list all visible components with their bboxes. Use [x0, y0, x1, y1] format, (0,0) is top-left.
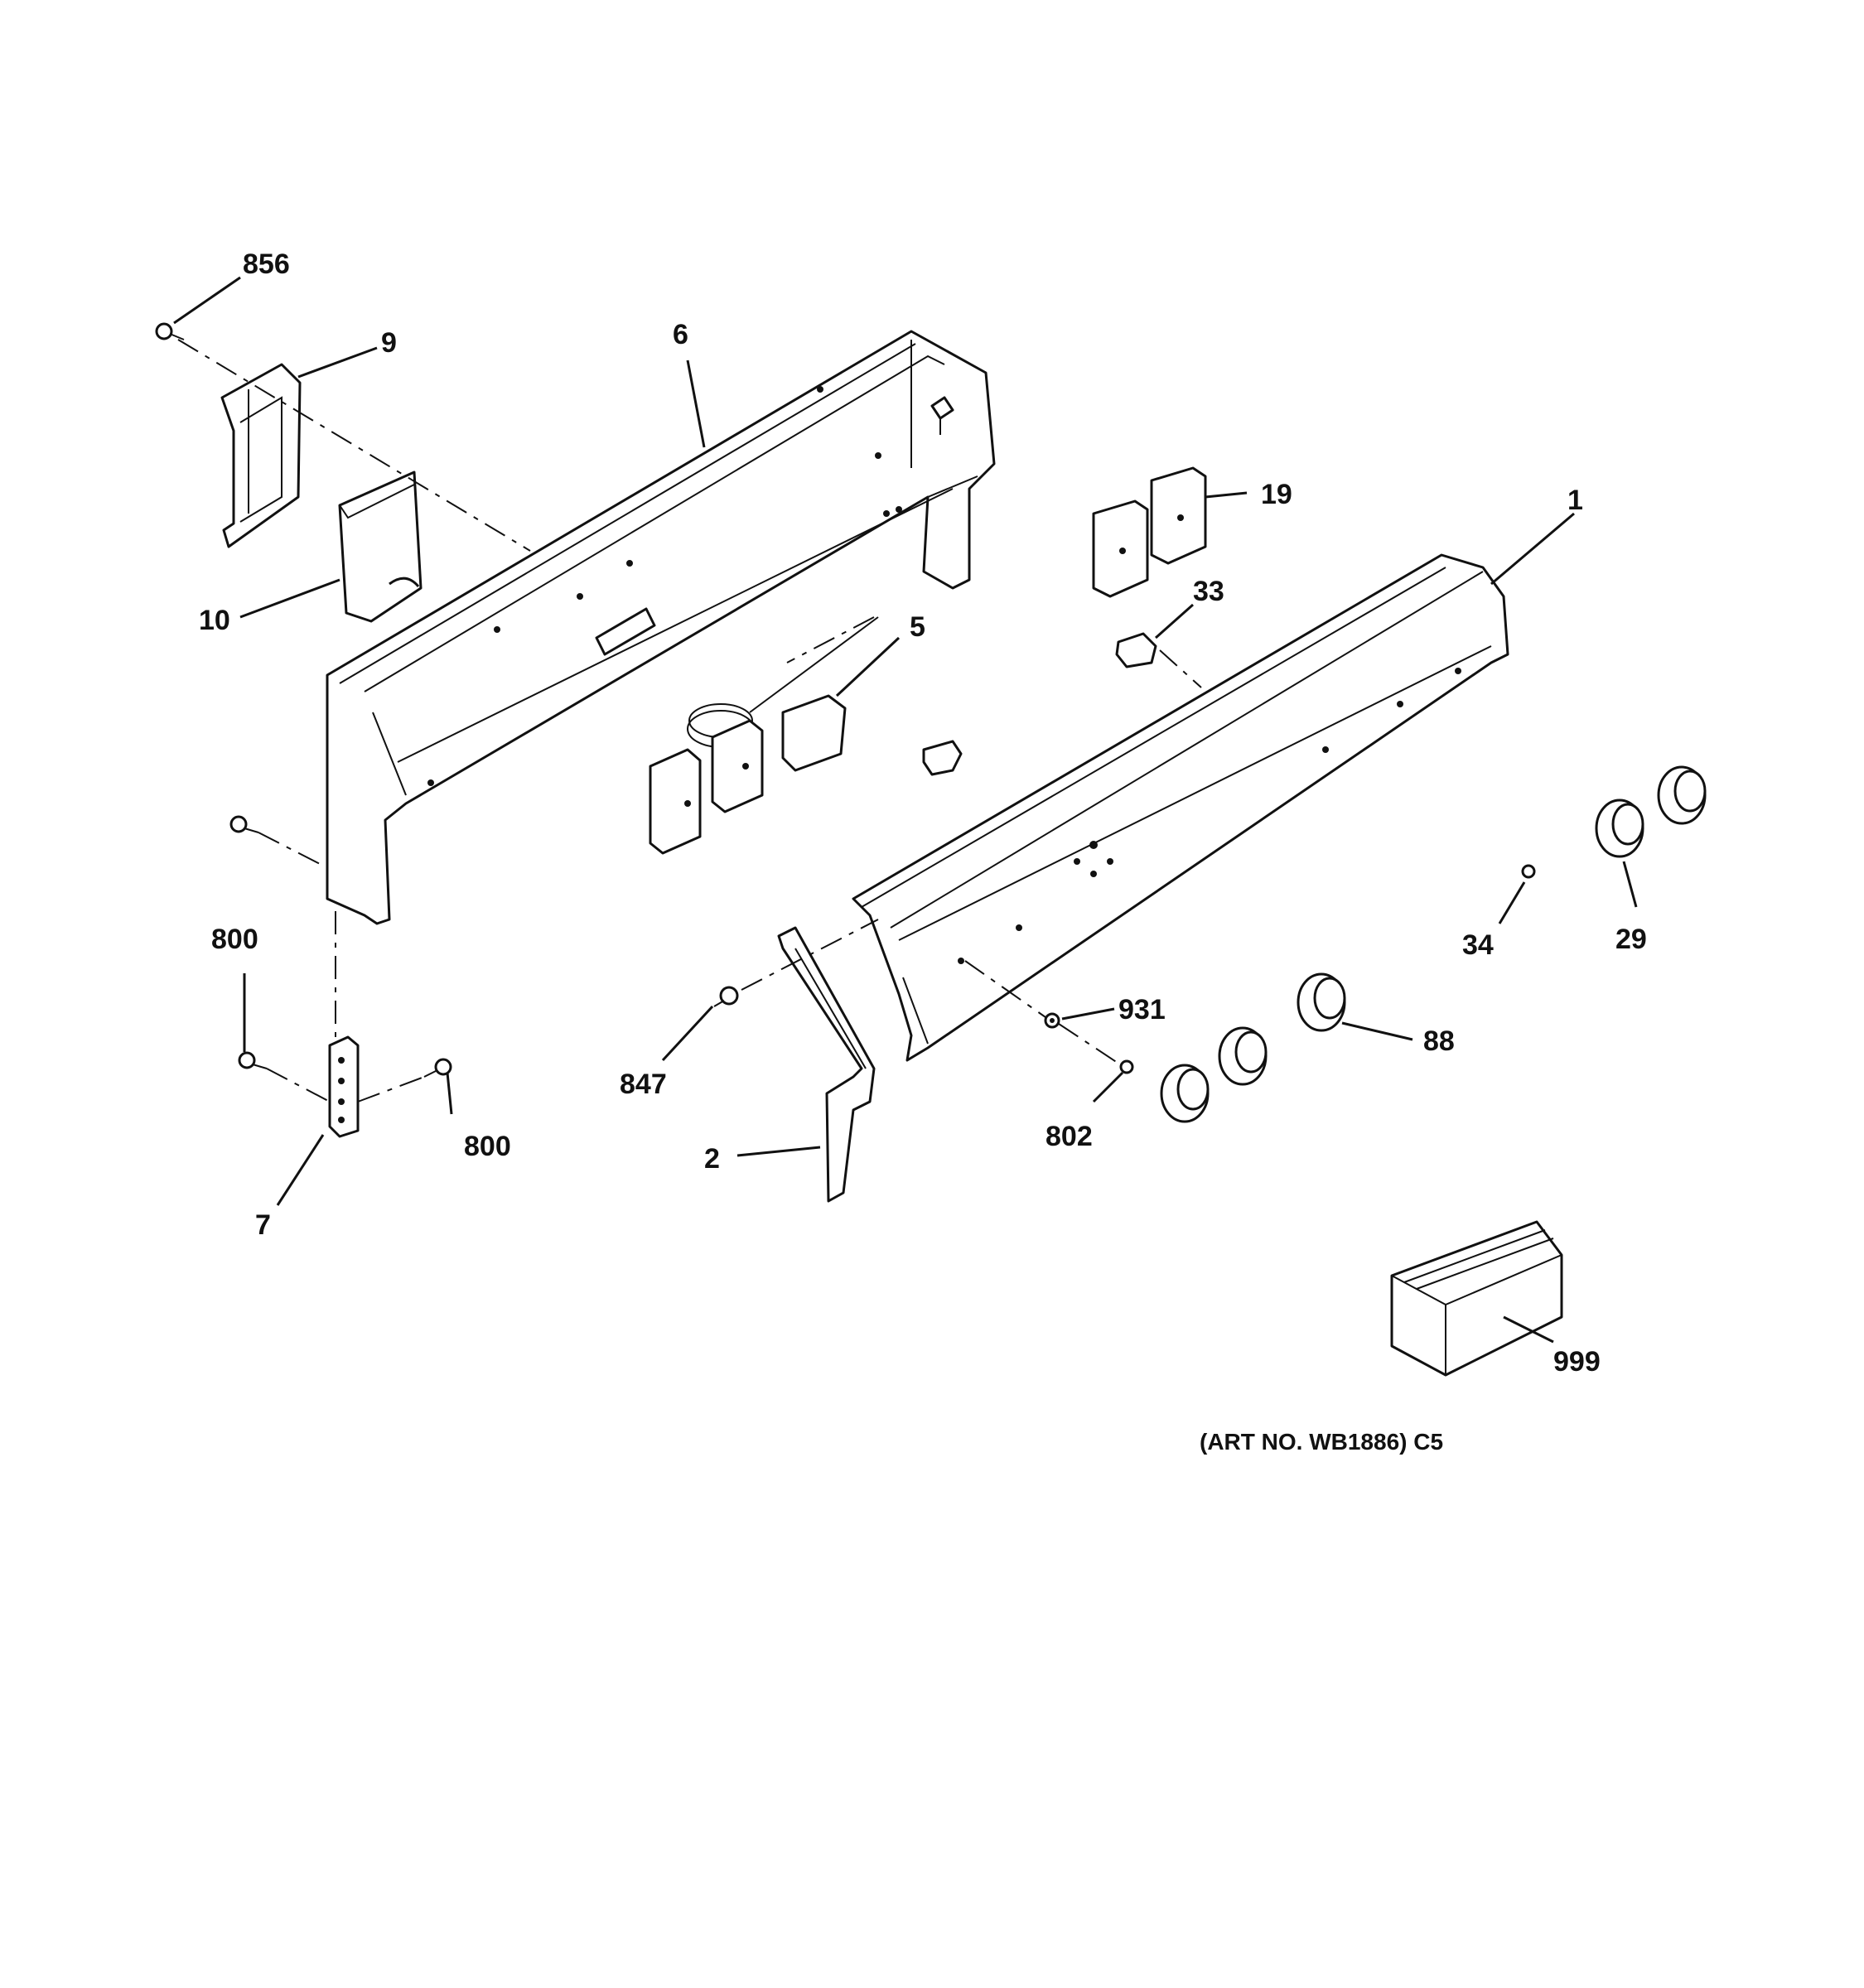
label-999: 999 [1553, 1346, 1601, 1378]
screw-802 [1119, 1059, 1134, 1074]
label-856: 856 [243, 248, 290, 280]
label-19: 19 [1261, 479, 1292, 510]
bracket-2 [777, 926, 876, 1203]
label-800-right: 800 [464, 1131, 511, 1162]
knob-29 [1595, 765, 1707, 858]
label-2: 2 [704, 1143, 720, 1175]
knob-88 [1160, 972, 1346, 1123]
label-34: 34 [1462, 929, 1494, 961]
assembly-lines [177, 339, 1202, 1103]
label-800-top: 800 [211, 924, 258, 955]
label-931: 931 [1118, 994, 1166, 1025]
screw-847 [713, 986, 739, 1007]
art-number-caption: (ART NO. WB1886) C5 [1200, 1429, 1443, 1455]
label-9: 9 [381, 327, 397, 359]
screw-856 [155, 322, 185, 340]
washer-931 [1044, 1012, 1060, 1029]
label-6: 6 [673, 319, 688, 350]
panel-1 [852, 553, 1509, 1062]
switch-19 [1092, 466, 1207, 598]
label-7: 7 [255, 1209, 271, 1241]
frame-6 [326, 330, 996, 925]
screw-800-right [423, 1058, 452, 1078]
label-1: 1 [1567, 485, 1583, 516]
label-29: 29 [1615, 924, 1647, 955]
clip-34 [1521, 864, 1536, 879]
thermostat-5 [649, 616, 963, 855]
label-33: 33 [1193, 576, 1224, 607]
screw-800-top [229, 815, 259, 833]
leader-lines [173, 276, 1638, 1344]
switch-33 [1115, 632, 1157, 668]
label-847: 847 [620, 1069, 667, 1100]
box-999 [1390, 1220, 1563, 1377]
screw-800-left [238, 1051, 268, 1069]
bracket-7 [328, 1035, 360, 1138]
label-10: 10 [199, 605, 230, 636]
part-labels: 856 9 6 10 19 1 33 5 800 800 7 847 2 931… [199, 248, 1647, 1378]
label-802: 802 [1045, 1121, 1093, 1152]
label-88: 88 [1423, 1025, 1455, 1057]
bracket-10 [338, 470, 423, 623]
label-5: 5 [910, 611, 925, 643]
bracket-9 [220, 363, 302, 548]
